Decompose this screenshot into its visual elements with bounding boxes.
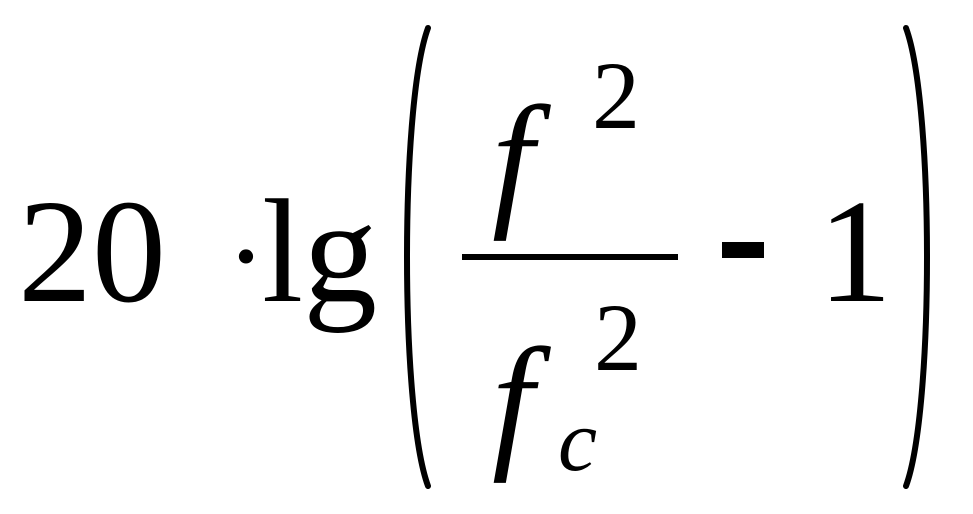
denominator-variable: f (492, 318, 534, 484)
log-function-name: lg (262, 170, 378, 334)
denominator-exponent: 2 (594, 284, 642, 391)
coefficient-text: 20 (18, 170, 166, 334)
minus-sign (722, 242, 764, 258)
right-parenthesis-icon (903, 25, 930, 489)
subtrahend-text: 1 (818, 170, 892, 334)
left-parenthesis-icon (404, 25, 431, 489)
numerator-variable: f (492, 76, 534, 242)
fraction-bar (462, 254, 678, 260)
multiply-sign: · (226, 189, 266, 322)
numerator-exponent: 2 (592, 42, 640, 149)
denominator-subscript: c (558, 393, 598, 490)
